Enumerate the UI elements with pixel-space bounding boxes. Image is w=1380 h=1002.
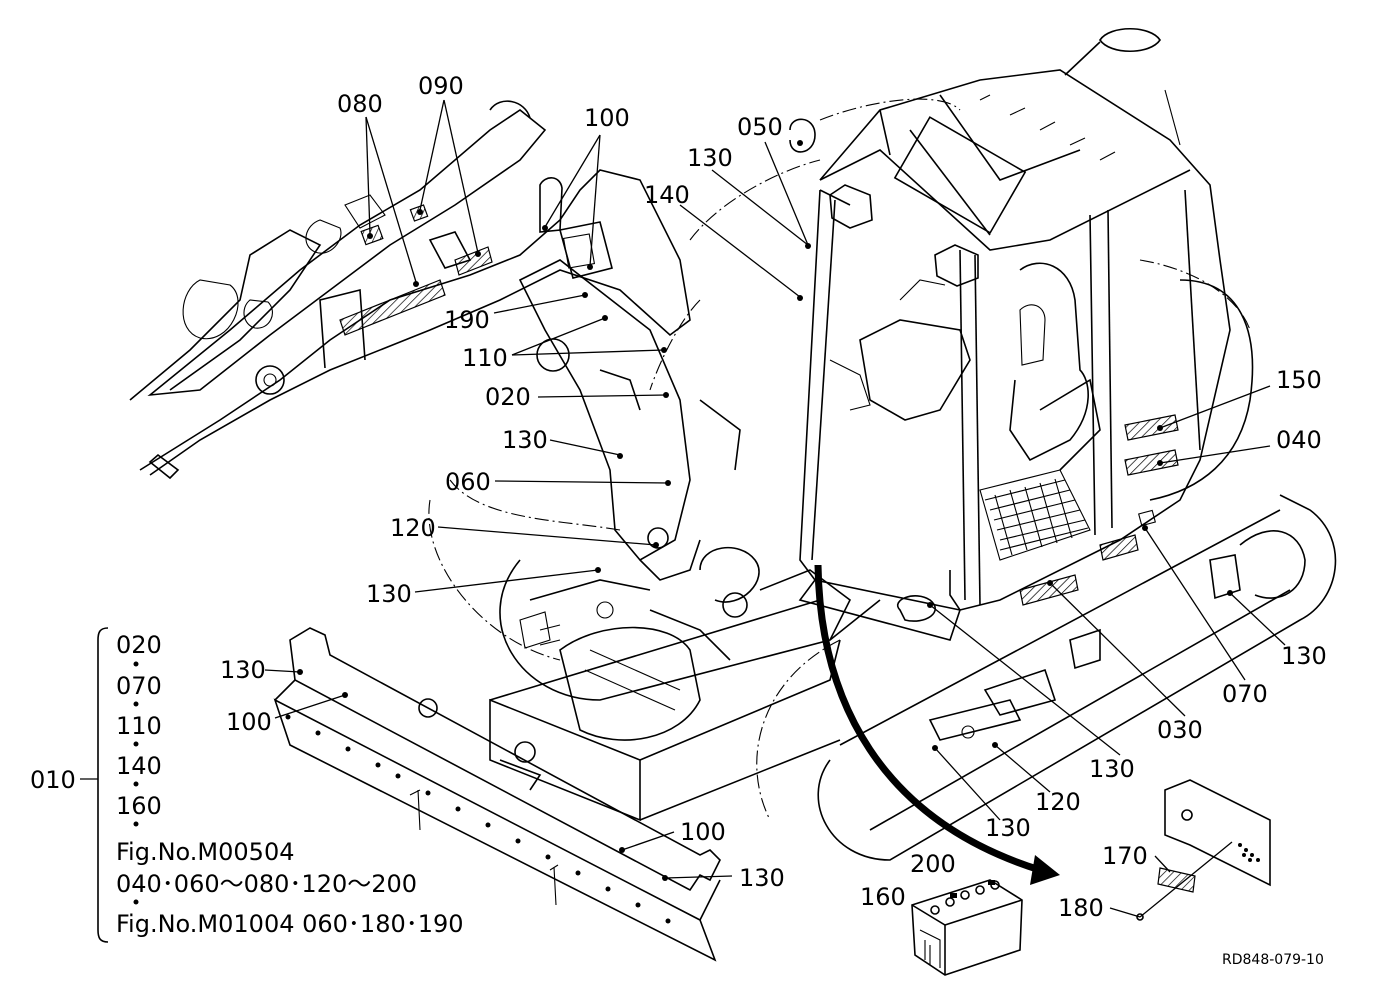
legend: 010 020 070 110 140 160 Fig.No.M00504 04… — [30, 627, 464, 943]
cab — [789, 28, 1254, 641]
callout-130: 130 — [985, 814, 1031, 842]
callout-130: 130 — [220, 656, 266, 684]
legend-item: 160 — [116, 792, 162, 820]
leader-lines — [264, 99, 1286, 918]
callout-160: 160 — [860, 883, 906, 911]
decal-090-large — [339, 279, 446, 336]
callout-130: 130 — [502, 426, 548, 454]
decal-070 — [1099, 534, 1139, 561]
callout-labels: 080 090 100 050 130 140 190 110 020 130 … — [220, 72, 1327, 922]
callout-020: 020 — [485, 383, 531, 411]
callout-130: 130 — [687, 144, 733, 172]
callout-030: 030 — [1157, 716, 1203, 744]
callout-120: 120 — [1035, 788, 1081, 816]
legend-figure-2: Fig.No.M01004 060･180･190 — [116, 910, 464, 938]
callout-170: 170 — [1102, 842, 1148, 870]
callout-190: 190 — [444, 306, 490, 334]
decal-170 — [1157, 867, 1196, 893]
detail-panel — [1136, 779, 1271, 921]
callout-130: 130 — [1281, 642, 1327, 670]
callout-070: 070 — [1222, 680, 1268, 708]
battery-illustration — [911, 879, 1023, 976]
callout-110: 110 — [462, 344, 508, 372]
callout-040: 040 — [1276, 426, 1322, 454]
legend-item: 070 — [116, 672, 162, 700]
callout-100: 100 — [226, 708, 272, 736]
reference-code: RD848-079-10 — [1222, 952, 1324, 968]
decal-150 — [1124, 414, 1179, 441]
legend-item: 140 — [116, 752, 162, 780]
legend-figure-1: Fig.No.M00504 — [116, 838, 295, 866]
callout-080: 080 — [337, 90, 383, 118]
callout-100: 100 — [680, 818, 726, 846]
callout-060: 060 — [445, 468, 491, 496]
callout-200: 200 — [910, 850, 956, 878]
battery-pointer-arrow — [814, 564, 1042, 874]
callout-090: 090 — [418, 72, 464, 100]
decal-080-2 — [454, 246, 493, 276]
callout-180: 180 — [1058, 894, 1104, 922]
callout-150: 150 — [1276, 366, 1322, 394]
boom — [129, 169, 691, 480]
leader-dots — [297, 209, 1233, 881]
floor-grid — [979, 469, 1091, 561]
decal-040 — [1124, 449, 1179, 476]
legend-item: 110 — [116, 712, 162, 740]
callout-050: 050 — [737, 113, 783, 141]
machine-drawing — [129, 28, 1337, 976]
decal-030 — [1019, 574, 1079, 606]
callout-130: 130 — [1089, 755, 1135, 783]
undercarriage — [489, 494, 1337, 861]
callout-140: 140 — [644, 181, 690, 209]
dozer-blade — [273, 627, 721, 962]
legend-item: 020 — [116, 631, 162, 659]
callout-130: 130 — [366, 580, 412, 608]
legend-figure-1-items: 040･060～080･120～200 — [116, 870, 417, 898]
legend-bracket — [97, 627, 109, 943]
callout-120: 120 — [390, 514, 436, 542]
arm-cylinder — [518, 221, 741, 581]
decal-dots — [1238, 843, 1260, 862]
blade-bolts — [285, 714, 671, 924]
callout-130: 130 — [739, 864, 785, 892]
callout-100: 100 — [584, 104, 630, 132]
legend-group-number: 010 — [30, 766, 76, 794]
